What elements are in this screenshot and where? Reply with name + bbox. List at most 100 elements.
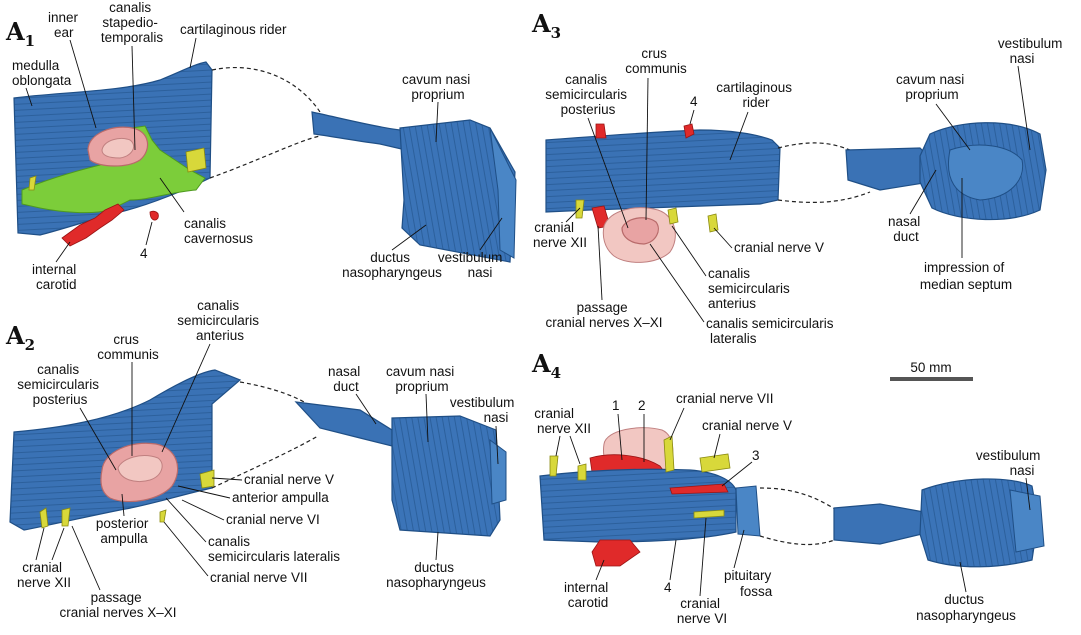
a1-leader-ductus xyxy=(391,224,427,251)
a1-cranial-nerve xyxy=(185,147,207,173)
a4-leader-nerve-vii xyxy=(669,407,685,441)
a3-nerve-v xyxy=(707,213,719,233)
a2-leader-canalis-anterius xyxy=(161,343,211,453)
a4-leader-1 xyxy=(617,413,623,461)
a3-dashed-lower xyxy=(777,191,871,203)
a2-leader-nerve-xii-a xyxy=(35,527,45,561)
a4-nerve-xii-b xyxy=(577,463,587,481)
a1-label-canalis-stapedio: canalis stapedio- temporalis xyxy=(101,0,164,45)
a1-leader-medulla xyxy=(25,87,33,107)
a1-dashed-lower xyxy=(209,135,321,179)
panel-a4-letter: A4 xyxy=(531,349,561,382)
a2-nasal-duct xyxy=(294,401,393,447)
a4-dashed-lower xyxy=(759,535,841,546)
a4-nerve-xii xyxy=(549,455,559,477)
panel-a1-letter: A1 xyxy=(5,17,35,50)
a1-leader-cavum xyxy=(435,101,439,143)
a3-vessel-4 xyxy=(683,123,695,139)
a1-label-vestibulum: vestibulum nasi xyxy=(438,250,506,280)
a1-label-inner-ear: inner ear xyxy=(48,10,82,40)
a1-label-ductus: ductus nasopharyngeus xyxy=(342,250,442,280)
a4-label-4: 4 xyxy=(664,580,672,595)
a3-label-nerve-v: cranial nerve V xyxy=(734,240,824,255)
a3-leader-passage xyxy=(597,225,603,301)
a2-leader-canalis-lateralis xyxy=(165,497,207,543)
a2-label-crus: crus communis xyxy=(97,332,159,362)
a2-label-anterior-ampulla: anterior ampulla xyxy=(232,490,329,505)
a3-nerve-lat xyxy=(667,207,679,225)
a1-leader-cartilaginous-rider xyxy=(189,37,197,69)
scale-bar-label: 50 mm xyxy=(910,360,951,375)
a3-vessel-left xyxy=(595,123,607,139)
a2-label-posterior-ampulla: posterior ampulla xyxy=(96,516,152,546)
a4-label-nerve-vii: cranial nerve VII xyxy=(676,391,774,406)
a1-label-4: 4 xyxy=(140,246,148,261)
a1-dashed-upper xyxy=(211,66,321,113)
a4-leader-ductus xyxy=(959,561,967,593)
a2-label-nerve-vii: cranial nerve VII xyxy=(210,570,308,585)
a1-leader-canalis-cavernosus xyxy=(159,177,185,213)
a2-label-ductus: ductus nasopharyngeus xyxy=(386,560,486,590)
a3-label-crus: crus communis xyxy=(625,46,687,76)
a2-cavum-nasi xyxy=(391,415,501,537)
a3-leader-nasal-duct xyxy=(909,169,937,215)
a3-leader-crus xyxy=(645,77,649,221)
a4-label-pituitary: pituitary fossa xyxy=(724,568,775,599)
scale-bar: 50 mm xyxy=(890,360,973,381)
a4-label-2: 2 xyxy=(638,398,646,413)
a2-label-nerve-vi: cranial nerve VI xyxy=(226,512,320,527)
a4-nerve-vi xyxy=(693,509,725,519)
a4-vestibulum-nasi xyxy=(1009,489,1045,553)
a4-internal-carotid xyxy=(591,539,641,567)
a2-vestibulum-nasi xyxy=(489,438,507,505)
a3-leader-canalis-lateralis xyxy=(649,243,705,323)
a3-leader-cavum xyxy=(935,103,971,151)
a1-label-cartilaginous-rider: cartilaginous rider xyxy=(180,22,287,37)
a4-pituitary-fossa xyxy=(735,485,761,537)
panel-a2-letter: A2 xyxy=(5,321,35,354)
a4-leader-internal-carotid xyxy=(595,559,605,581)
a1-internal-carotid xyxy=(61,203,125,247)
a2-label-nasal-duct: nasal duct xyxy=(328,364,364,394)
a2-leader-nerve-vi xyxy=(181,499,225,521)
a3-leader-canalis-posterius xyxy=(587,117,629,229)
panel-a2: A2 canalis semicircularis anterius crus … xyxy=(5,298,518,620)
a3-leader-cartilaginous-rider xyxy=(729,111,749,161)
a1-leader-inner-ear xyxy=(69,39,97,129)
a3-label-canalis-lateralis: canalis semicircularis lateralis xyxy=(706,316,837,346)
a1-vestibulum-nasi xyxy=(489,127,517,259)
a2-leader-passage xyxy=(71,525,101,591)
a1-label-cavum: cavum nasi proprium xyxy=(402,72,474,102)
a2-leader-nasal-duct xyxy=(355,393,377,425)
a4-label-internal-carotid: internal carotid xyxy=(564,580,612,610)
scale-bar-line xyxy=(890,377,973,381)
a4-cavum-nasi xyxy=(919,478,1039,568)
a2-label-nerve-xii: cranial nerve XII xyxy=(17,560,71,590)
a1-label-medulla: medulla oblongata xyxy=(12,58,72,88)
a3-label-4: 4 xyxy=(690,94,698,109)
a2-leader-canalis-posterius xyxy=(79,407,117,471)
a2-nerve-x xyxy=(61,507,71,527)
a2-label-vestibulum: vestibulum nasi xyxy=(450,395,518,425)
a2-inner-ear-canal xyxy=(117,455,163,482)
a2-dashed-lower xyxy=(211,435,319,489)
a2-nerve-v xyxy=(199,469,215,489)
a4-nerve-vii xyxy=(663,435,675,473)
a1-cranial-nerve-small xyxy=(28,175,37,191)
a4-label-nerve-xii: cranial nerve XII xyxy=(534,406,591,436)
a4-leader-3 xyxy=(721,461,753,487)
a3-label-nerve-xii: cranial nerve XII xyxy=(533,220,587,250)
a4-label-nerve-vi: cranial nerve VI xyxy=(677,596,727,626)
a1-vessel-4 xyxy=(149,210,159,221)
a2-leader-nerve-xii-b xyxy=(51,527,65,561)
panel-a3: A3 crus communis canalis semicircularis … xyxy=(531,9,1062,346)
a4-braincase-endocast xyxy=(539,468,737,543)
a4-label-3: 3 xyxy=(752,448,760,463)
a4-leader-vestibulum xyxy=(1025,477,1031,511)
a3-label-cavum: cavum nasi proprium xyxy=(896,72,968,102)
a2-leader-cavum xyxy=(425,393,429,443)
a3-median-septum xyxy=(948,144,1024,201)
a1-inner-ear-inner xyxy=(101,137,135,159)
a3-leader-vestibulum xyxy=(1017,65,1031,151)
a3-nerve-xii xyxy=(575,199,585,219)
